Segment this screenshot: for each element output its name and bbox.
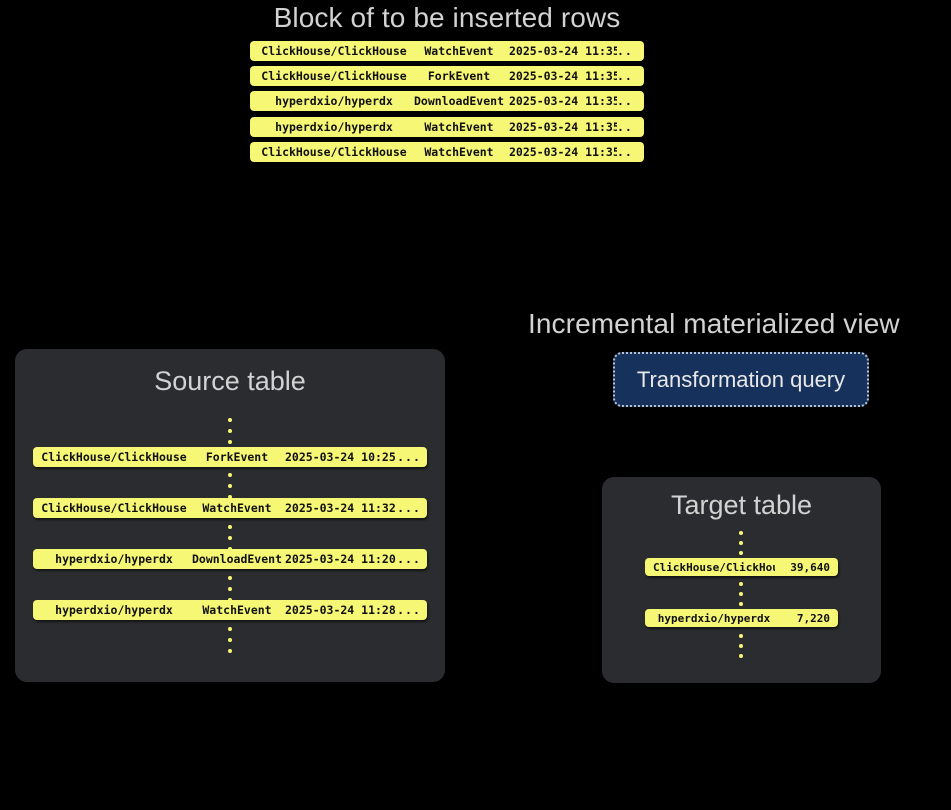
materialized-view-title: Incremental materialized view <box>528 308 900 339</box>
vertical-ellipsis-icon <box>225 525 235 551</box>
vertical-ellipsis-icon <box>736 531 746 555</box>
block-row: ClickHouse/ClickHouse WatchEvent 2025-03… <box>250 142 644 162</box>
row-more: ... <box>617 145 635 159</box>
row-more: ... <box>617 44 635 58</box>
row-time: 2025-03-24 11:28:32 <box>285 603 397 617</box>
block-row: hyperdxio/hyperdx WatchEvent 2025-03-24 … <box>250 117 644 137</box>
transformation-query-box[interactable]: Transformation query <box>613 352 869 407</box>
row-repo: hyperdxio/hyperdx <box>275 94 393 108</box>
row-repo: ClickHouse/ClickHouse <box>41 501 187 515</box>
row-time: 2025-03-24 11:32:54 <box>285 501 397 515</box>
row-repo: hyperdxio/hyperdx <box>657 611 771 625</box>
row-more: ... <box>397 501 421 515</box>
row-event: WatchEvent <box>424 145 494 159</box>
row-more: ... <box>397 603 421 617</box>
source-row: ClickHouse/ClickHouse WatchEvent 2025-03… <box>33 498 427 518</box>
vertical-ellipsis-icon <box>225 627 235 653</box>
source-row: hyperdxio/hyperdx DownloadEvent 2025-03-… <box>33 549 427 569</box>
source-table-card: Source table ClickHouse/ClickHouse ForkE… <box>15 349 445 682</box>
row-event: WatchEvent <box>424 44 494 58</box>
row-repo: hyperdxio/hyperdx <box>55 603 173 617</box>
target-row: ClickHouse/ClickHouse 39,640 <box>645 558 838 576</box>
row-repo: hyperdxio/hyperdx <box>55 552 173 566</box>
source-table-title: Source table <box>154 366 306 396</box>
row-event: ForkEvent <box>427 69 491 83</box>
row-event: DownloadEvent <box>191 552 282 566</box>
transformation-query-label: Transformation query <box>636 366 846 392</box>
vertical-ellipsis-icon <box>736 634 746 658</box>
row-repo: ClickHouse/ClickHouse <box>261 69 407 83</box>
row-time: 2025-03-24 11:35:54 <box>509 145 617 159</box>
row-count: 39,640 <box>790 560 830 574</box>
row-event: WatchEvent <box>202 501 272 515</box>
source-row: ClickHouse/ClickHouse ForkEvent 2025-03-… <box>33 447 427 467</box>
row-more: ... <box>617 120 635 134</box>
vertical-ellipsis-icon <box>225 418 235 444</box>
row-time: 2025-03-24 11:35:52 <box>509 120 617 134</box>
block-row: hyperdxio/hyperdx DownloadEvent 2025-03-… <box>250 91 644 111</box>
row-time: 2025-03-24 11:20:12 <box>285 552 397 566</box>
row-more: ... <box>397 450 421 464</box>
target-row: hyperdxio/hyperdx 7,220 <box>645 609 838 627</box>
row-more: ... <box>617 94 635 108</box>
row-count: 7,220 <box>796 611 830 625</box>
row-time: 2025-03-24 11:35:44 <box>509 69 617 83</box>
row-time: 2025-03-24 11:35:40 <box>509 44 617 58</box>
row-repo: ClickHouse/ClickHouse <box>261 44 407 58</box>
row-repo: ClickHouse/ClickHouse <box>653 560 775 574</box>
block-row: ClickHouse/ClickHouse WatchEvent 2025-03… <box>250 41 644 61</box>
block-of-rows-title: Block of to be inserted rows <box>273 2 621 33</box>
row-event: DownloadEvent <box>413 94 504 108</box>
vertical-ellipsis-icon <box>736 582 746 606</box>
row-event: WatchEvent <box>202 603 272 617</box>
row-more: ... <box>617 69 635 83</box>
row-repo: ClickHouse/ClickHouse <box>261 145 407 159</box>
row-repo: ClickHouse/ClickHouse <box>41 450 187 464</box>
source-row: hyperdxio/hyperdx WatchEvent 2025-03-24 … <box>33 600 427 620</box>
target-table-title: Target table <box>670 490 813 520</box>
vertical-ellipsis-icon <box>225 473 235 499</box>
target-table-card: Target table ClickHouse/ClickHouse 39,64… <box>602 477 881 683</box>
row-event: WatchEvent <box>424 120 494 134</box>
row-repo: hyperdxio/hyperdx <box>275 120 393 134</box>
row-event: ForkEvent <box>205 450 269 464</box>
vertical-ellipsis-icon <box>225 576 235 602</box>
row-more: ... <box>397 552 421 566</box>
row-time: 2025-03-24 10:25:00 <box>285 450 397 464</box>
block-row: ClickHouse/ClickHouse ForkEvent 2025-03-… <box>250 66 644 86</box>
row-time: 2025-03-24 11:35:48 <box>509 94 617 108</box>
